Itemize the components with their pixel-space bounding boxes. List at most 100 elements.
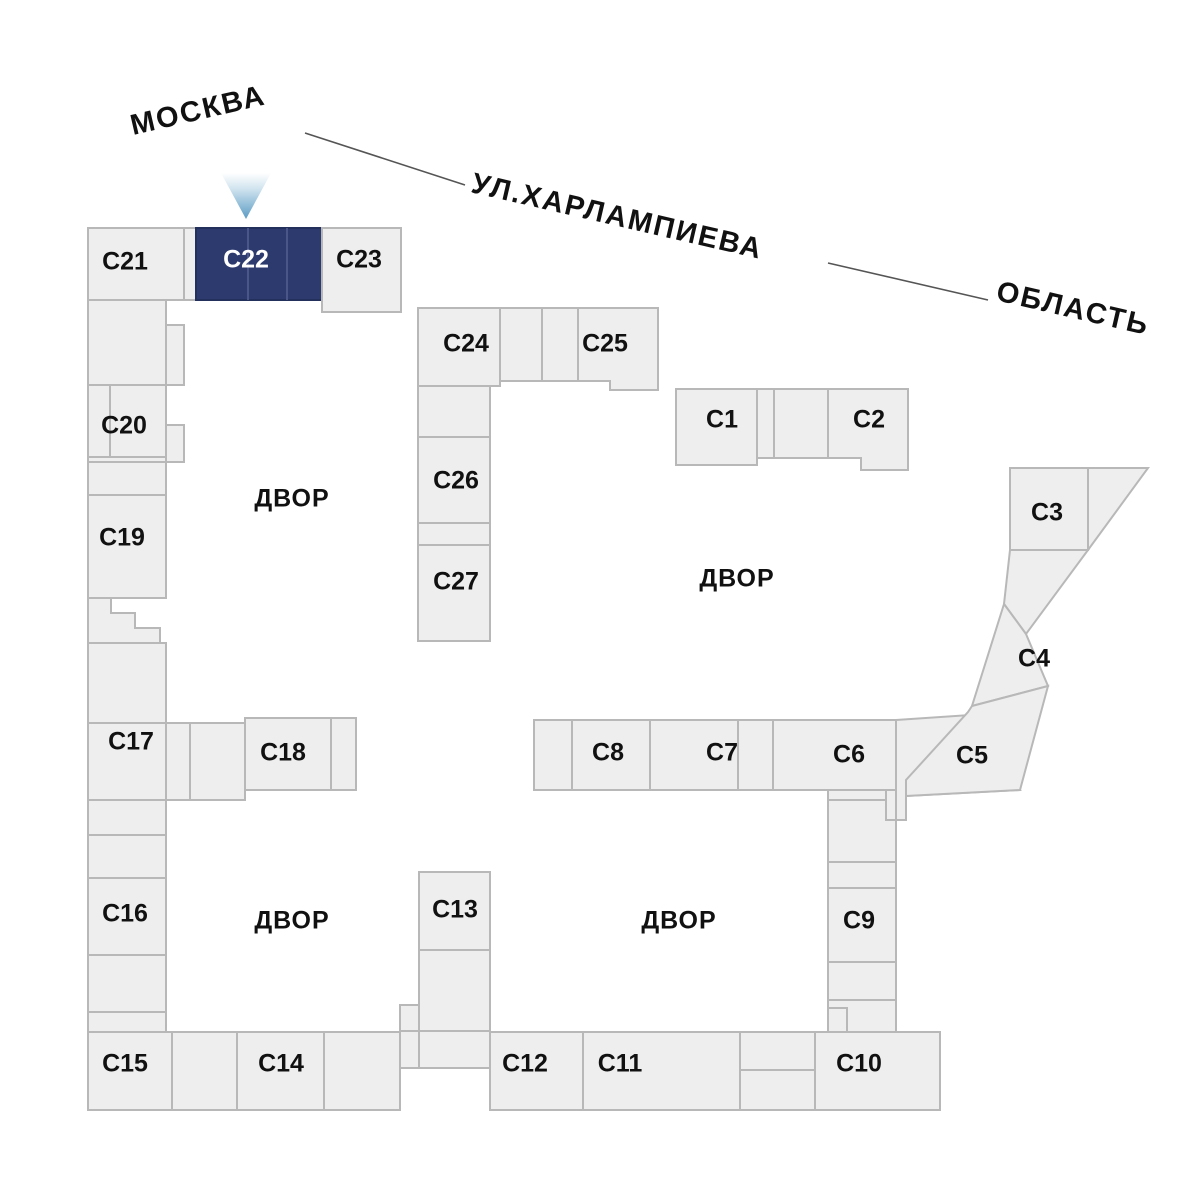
block-label-C9: C9	[843, 907, 875, 935]
block-shape-C25[interactable]	[577, 307, 659, 391]
block-group-C9[interactable]	[827, 799, 897, 1033]
block-shape-C1-b[interactable]	[756, 388, 775, 459]
block-group-left-mid[interactable]	[87, 799, 167, 879]
block-group-C10[interactable]	[814, 1031, 941, 1111]
block-group-C23[interactable]	[321, 227, 402, 313]
block-shape-C20-c[interactable]	[165, 424, 185, 463]
block-shape-C13-b[interactable]	[418, 949, 491, 1032]
block-label-C26: C26	[433, 467, 479, 495]
yard-label-se: ДВОР	[641, 907, 716, 935]
block-label-C24: C24	[443, 330, 489, 358]
block-shape-C4-lower[interactable]	[905, 684, 1050, 798]
block-label-C7: C7	[706, 739, 738, 767]
block-label-C1: C1	[706, 406, 738, 434]
block-label-C3: C3	[1031, 499, 1063, 527]
block-shape-left-a[interactable]	[87, 299, 167, 386]
street-line-left	[304, 132, 466, 186]
yard-label-sw: ДВОР	[254, 907, 329, 935]
block-group-C18[interactable]	[244, 717, 357, 791]
block-group-C14[interactable]	[236, 1031, 401, 1111]
yard-label-nw: ДВОР	[254, 485, 329, 513]
block-group-C7[interactable]	[649, 719, 774, 791]
block-group-C25[interactable]	[541, 307, 659, 391]
block-group-C1[interactable]	[675, 388, 775, 466]
block-shape-C8-a[interactable]	[533, 719, 573, 791]
block-group-C4[interactable]	[905, 549, 1090, 798]
block-shape-C17-b[interactable]	[189, 722, 246, 801]
street-label-moskva: МОСКВА	[127, 80, 268, 142]
block-shape-C21-b[interactable]	[183, 227, 197, 301]
block-label-C2: C2	[853, 406, 885, 434]
block-shape-C18-b[interactable]	[330, 717, 357, 791]
block-group-C24[interactable]	[417, 307, 543, 387]
block-shape-C11-c[interactable]	[739, 1069, 816, 1111]
block-label-C11: C11	[598, 1050, 643, 1078]
street-label-harlampieva: УЛ.ХАРЛАМПИЕВА	[468, 168, 766, 266]
block-shape-C19-stairs[interactable]	[87, 597, 166, 644]
block-shape-C10[interactable]	[814, 1031, 941, 1111]
block-label-C12: C12	[502, 1050, 548, 1078]
block-shape-C27-a[interactable]	[417, 522, 491, 546]
block-shape-C26-a[interactable]	[417, 385, 491, 438]
block-group-C21[interactable]	[87, 227, 197, 301]
block-label-C14: C14	[258, 1050, 304, 1078]
block-shape-C6-c	[885, 789, 897, 821]
block-group-C15[interactable]	[87, 1031, 238, 1111]
block-shape-C24-b[interactable]	[499, 307, 543, 382]
block-label-C6: C6	[833, 741, 865, 769]
block-shape-left-c[interactable]	[87, 834, 167, 879]
block-group-left-upper[interactable]	[87, 299, 185, 386]
block-shape-C13-c[interactable]	[399, 1004, 420, 1032]
block-labels: C21 C22 C23 C20 C19 C17 C18 C16 C15 C14 …	[99, 246, 1063, 1078]
block-group-C13[interactable]	[399, 871, 491, 1069]
street-line-right	[827, 262, 989, 301]
block-label-C13: C13	[432, 896, 478, 924]
block-label-C5: C5	[956, 742, 988, 770]
block-shape-C14-b[interactable]	[323, 1031, 401, 1111]
block-label-C10: C10	[836, 1050, 882, 1078]
block-shape-C13-d[interactable]	[399, 1030, 420, 1069]
block-shape-left-b[interactable]	[87, 799, 167, 836]
block-group-C27[interactable]	[417, 522, 491, 642]
block-shape-C15-b[interactable]	[171, 1031, 238, 1111]
block-label-C4: C4	[1018, 645, 1050, 673]
block-shape-C19-top[interactable]	[87, 461, 167, 496]
street-labels: МОСКВА УЛ.ХАРЛАМПИЕВА ОБЛАСТЬ	[127, 80, 1152, 342]
block-shape-C9-d	[827, 1007, 848, 1033]
block-group-C19[interactable]	[87, 461, 167, 644]
block-shape-C25-a[interactable]	[541, 307, 579, 382]
block-shape-C24[interactable]	[417, 307, 501, 387]
block-group-C17[interactable]	[87, 642, 246, 801]
block-group-C20[interactable]	[87, 384, 185, 463]
block-shape-C17-upper[interactable]	[87, 642, 167, 724]
block-shape-C7-b[interactable]	[737, 719, 774, 791]
stair-line	[88, 597, 166, 644]
block-label-C23: C23	[336, 246, 382, 274]
block-shape-C9-b[interactable]	[827, 961, 897, 1001]
block-shape-C19[interactable]	[87, 494, 167, 599]
block-shape-C2[interactable]	[827, 388, 909, 471]
block-group-C16[interactable]	[87, 877, 167, 1033]
block-group-C26[interactable]	[417, 385, 491, 524]
block-shape-C27[interactable]	[417, 544, 491, 642]
block-group-C3[interactable]	[1009, 467, 1150, 551]
block-group-C22[interactable]	[195, 227, 323, 301]
block-shape-C11-b[interactable]	[739, 1031, 816, 1071]
block-shape-C16-c[interactable]	[87, 1011, 167, 1033]
block-shape-C23[interactable]	[321, 227, 402, 313]
block-label-C22: C22	[223, 246, 269, 274]
block-shape-C16-b[interactable]	[87, 954, 167, 1013]
block-label-C8: C8	[592, 739, 624, 767]
block-label-C27: C27	[433, 568, 479, 596]
block-label-C25: C25	[582, 330, 628, 358]
block-label-C21: C21	[102, 248, 148, 276]
block-shape-left-a2[interactable]	[165, 324, 185, 386]
yard-labels: ДВОР ДВОР ДВОР ДВОР	[254, 485, 773, 935]
block-group-C2[interactable]	[773, 388, 909, 471]
block-shape-C9-a[interactable]	[827, 861, 897, 889]
selection-marker	[221, 173, 271, 219]
block-shape-C1[interactable]	[675, 388, 758, 466]
block-shape-C13-e[interactable]	[418, 1030, 491, 1069]
block-shape-C2-a[interactable]	[773, 388, 829, 459]
